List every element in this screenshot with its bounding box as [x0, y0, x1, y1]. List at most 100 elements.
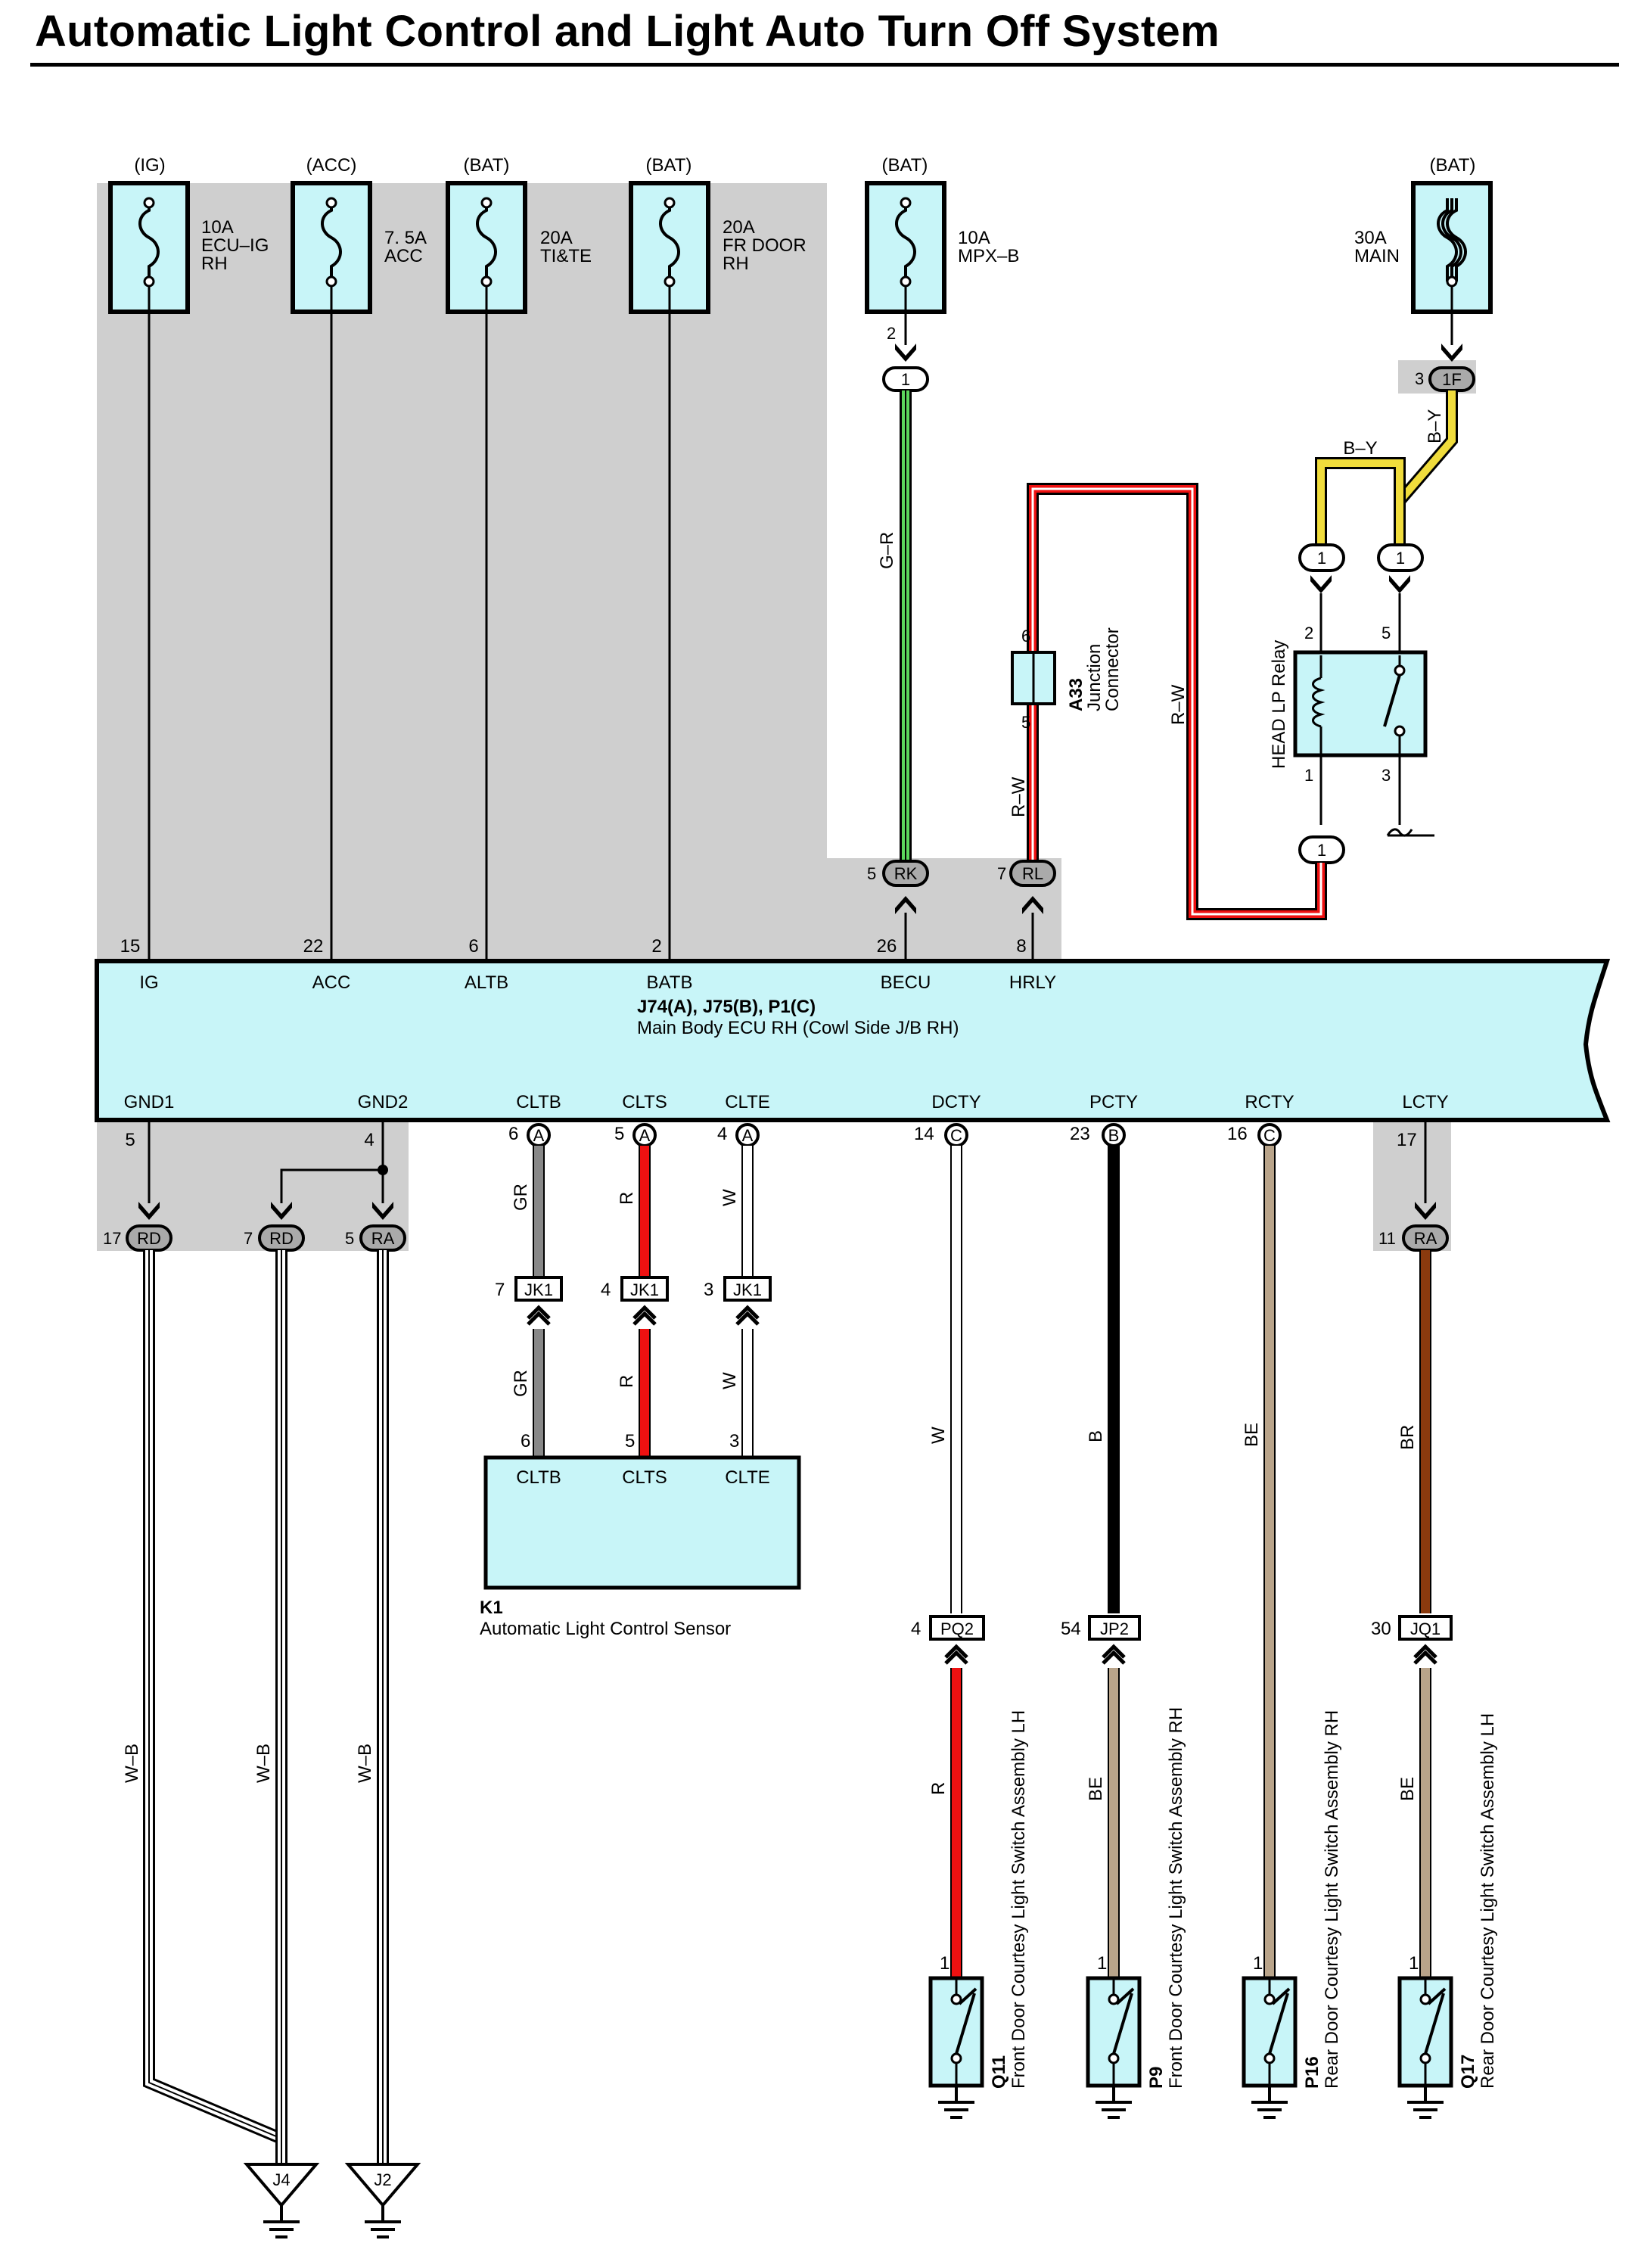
fuse-name: ACC [384, 246, 423, 266]
fuse-source: (BAT) [882, 155, 928, 176]
main-body-ecu: 15 22 6 2 26 8 IG ACC ALTB BATB BECU HRL… [95, 936, 1611, 1122]
conn-label: C [1263, 1126, 1276, 1145]
ecu-pin: 22 [303, 936, 324, 957]
pin-label: 4 [601, 1280, 611, 1300]
wire-label: BE [1397, 1777, 1418, 1801]
fuse-rating: 20A [723, 217, 755, 238]
switch-q11: 1 Q11 Front Door Courtesy Light Switch A… [928, 1710, 1029, 2119]
pin-label: 54 [1061, 1619, 1081, 1639]
conn-label: A [533, 1126, 545, 1145]
fuse-source: (BAT) [1430, 155, 1476, 176]
sensor-name: Automatic Light Control Sensor [480, 1619, 731, 1639]
fuse-source: (IG) [134, 155, 165, 176]
relay-name: HEAD LP Relay [1269, 640, 1289, 769]
ground-label: J2 [374, 2170, 391, 2189]
conn-label: RL [1022, 864, 1043, 883]
switch-code: Q17 [1458, 2055, 1478, 2089]
pin-label: 3 [704, 1280, 713, 1300]
head-lp-relay: 2 5 1 3 1 HEAD LP Relay [1269, 624, 1434, 864]
ecu-pin: 15 [120, 936, 141, 957]
ecu-pin-name: LCTY [1402, 1092, 1448, 1112]
wire-label: W [719, 1372, 740, 1389]
conn-label: RD [269, 1229, 294, 1248]
fuse-rating: 30A [1354, 228, 1387, 248]
junction-line1: Junction [1084, 644, 1105, 711]
conn-label: C [950, 1126, 962, 1145]
fuse-rating: 10A [958, 228, 990, 248]
fuse-fr-door: (BAT) 20A FR DOOR RH [629, 155, 807, 314]
fuse-name2: RH [723, 254, 749, 274]
fuse-mpx-b: (BAT) 10A MPX–B [865, 155, 1019, 314]
sensor-pin-name: CLTB [516, 1467, 561, 1488]
switch-q17: 1 Q17 Rear Door Courtesy Light Switch As… [1397, 1713, 1498, 2119]
ecu-pin-name: PCTY [1089, 1092, 1138, 1112]
switch-code: P16 [1302, 2056, 1322, 2089]
ecu-top-connectors: 5 RK 7 RL [867, 860, 1056, 961]
wire-label: BE [1242, 1423, 1262, 1447]
fuse-name: TI&TE [540, 246, 592, 266]
ecu-pin-name: CLTE [725, 1092, 770, 1112]
relay-pin: 2 [1304, 624, 1313, 642]
conn-label: RD [137, 1229, 161, 1248]
fuse-name2: RH [201, 254, 228, 274]
ecu-pin-name: HRLY [1009, 972, 1056, 993]
wire-label: W–B [253, 1744, 274, 1783]
ecu-pin: 26 [877, 936, 897, 957]
sensor-pin-name: CLTE [725, 1467, 770, 1488]
switch-code: P9 [1146, 2067, 1167, 2089]
switch-p16: 1 P16 Rear Door Courtesy Light Switch As… [1242, 1710, 1342, 2119]
junction-code: A33 [1066, 678, 1086, 711]
pin-label: 16 [1227, 1124, 1248, 1144]
ground-label: J4 [272, 2170, 290, 2189]
wire-label: GR [511, 1184, 531, 1211]
pin-label: 7 [495, 1280, 505, 1300]
fuse-name: MPX–B [958, 246, 1019, 266]
fuse-name: FR DOOR [723, 235, 807, 256]
junction-a33: 6 5 A33 Junction Connector [1011, 627, 1123, 732]
conn-label: 1 [901, 370, 910, 389]
pin-label: 1 [1253, 1953, 1263, 1974]
conn-label: A [742, 1126, 754, 1145]
shade-fuse-block-ext [97, 858, 827, 961]
pin-label: 14 [914, 1124, 934, 1144]
pin-label: 30 [1371, 1619, 1391, 1639]
wire-label: BE [1086, 1777, 1106, 1801]
wire-label: R [928, 1782, 949, 1795]
pin-label: 3 [729, 1431, 739, 1451]
sensor-pin-name: CLTS [622, 1467, 667, 1488]
wire-label: W–B [355, 1744, 375, 1783]
switch-p9: 1 P9 Front Door Courtesy Light Switch As… [1086, 1707, 1186, 2119]
fuse-rating: 20A [540, 228, 573, 248]
pin-label: 5 [625, 1431, 635, 1451]
ecu-pin-name: BATB [647, 972, 693, 993]
wire-label: W [928, 1426, 949, 1444]
conn-label: RK [894, 864, 918, 883]
ecu-name: Main Body ECU RH (Cowl Side J/B RH) [637, 1018, 959, 1038]
pin-label: 2 [887, 324, 896, 343]
wire-label: BR [1397, 1425, 1418, 1450]
conn-label: RA [371, 1229, 395, 1248]
conn-label: JK1 [733, 1280, 762, 1299]
conn-label: JK1 [630, 1280, 659, 1299]
fuse-source: (BAT) [646, 155, 692, 176]
sensor-code: K1 [480, 1598, 503, 1618]
wire-label: B [1086, 1430, 1106, 1442]
ecu-pin-name: GND2 [358, 1092, 409, 1112]
pin-label: 7 [997, 864, 1006, 883]
pin-label: 5 [867, 864, 876, 883]
pin-label: 17 [103, 1229, 121, 1248]
ecu-pin-name: DCTY [931, 1092, 981, 1112]
conn-label: 1 [1317, 841, 1326, 860]
page-title: Automatic Light Control and Light Auto T… [35, 7, 1220, 56]
fuse-main: (BAT) 30A MAIN [1354, 155, 1493, 314]
wire-r-w: R–W R–W [1009, 483, 1327, 920]
pin-label: 11 [1378, 1229, 1396, 1248]
fuse-name: ECU–IG [201, 235, 269, 256]
pin-label: 6 [508, 1124, 518, 1144]
conn-label: 1F [1442, 370, 1462, 389]
pin-label: 17 [1397, 1130, 1417, 1150]
fuse-rating: 7. 5A [384, 228, 427, 248]
pin-label: 1 [1097, 1953, 1107, 1974]
ecu-id: J74(A), J75(B), P1(C) [637, 997, 816, 1017]
